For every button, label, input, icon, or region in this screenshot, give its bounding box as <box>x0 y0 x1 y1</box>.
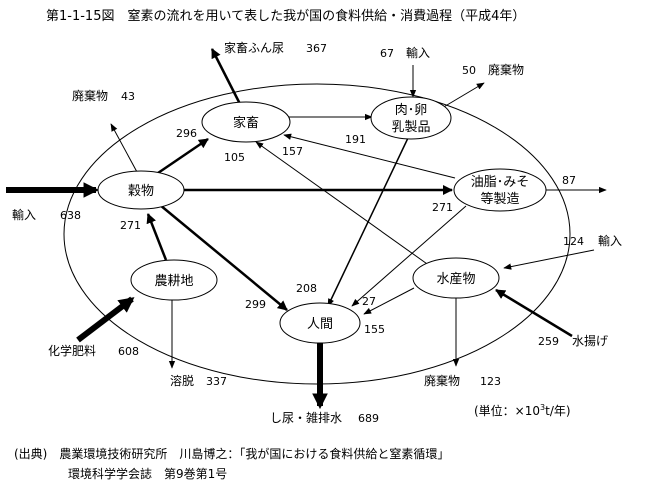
node-human: 人間 <box>279 302 361 344</box>
label-import-grain: 輸入 <box>12 207 36 222</box>
value-fish-to-human: 155 <box>364 323 385 336</box>
value-import-fish: 124 <box>563 235 584 248</box>
value-leaching: 337 <box>206 375 227 388</box>
arrow-landing-to-fishery <box>495 288 573 338</box>
arrow-meat-to-waste <box>441 82 485 109</box>
arrow-fertilizer-to-farmland <box>76 296 135 343</box>
node-fishery-label: 水産物 <box>436 271 475 287</box>
node-human-label: 人間 <box>307 317 333 332</box>
value-grain-to-livestock: 296 <box>176 127 197 140</box>
node-livestock-label: 家畜 <box>233 115 259 131</box>
label-waste-fish: 廃棄物 <box>424 373 460 388</box>
node-oil-label: 油脂･みそ <box>471 175 530 190</box>
node-grain: 穀物 <box>97 170 185 210</box>
label-excreta: し尿・雑排水 <box>270 410 342 425</box>
label-import-fish: 輸入 <box>598 233 622 248</box>
value-waste-meat: 50 <box>462 64 476 77</box>
label-fertilizer: 化学肥料 <box>48 343 96 358</box>
diagram-title: 第1-1-15図 窒素の流れを用いて表した我が国の食料供給・消費過程（平成4年） <box>46 8 525 24</box>
value-meat-to-human: 208 <box>296 282 317 295</box>
value-livestock-to-meat: 191 <box>345 133 366 146</box>
arrow-import-to-fishery <box>503 249 595 270</box>
node-meat-label: 肉･卵 <box>395 103 428 118</box>
arrow-meat-to-human <box>327 137 409 307</box>
label-waste-grain: 廃棄物 <box>72 88 108 103</box>
arrow-grain-to-livestock <box>157 137 209 175</box>
value-waste-fish: 123 <box>480 375 501 388</box>
node-fishery: 水産物 <box>412 257 500 299</box>
label-import-meat: 輸入 <box>406 45 430 60</box>
arrow-grain-to-waste <box>110 123 138 173</box>
node-livestock: 家畜 <box>201 101 291 143</box>
arrow-fishery-to-livestock <box>255 141 431 267</box>
value-grain-to-oil: 271 <box>432 201 453 214</box>
value-manure: 367 <box>306 42 327 55</box>
source-line-2: 環境科学学会誌 第9巻第1号 <box>68 466 227 481</box>
label-waste-meat: 廃棄物 <box>488 62 524 77</box>
node-dairy-label: 乳製品 <box>391 120 430 135</box>
value-105: 105 <box>224 151 245 164</box>
arrow-oil-to-human <box>351 205 467 307</box>
node-farmland-label: 農耕地 <box>154 273 193 289</box>
label-leaching: 溶脱 <box>170 373 194 388</box>
source-line-1: (出典) 農業環境技術研究所 川島博之：「我が国における食料供給と窒素循環」 <box>14 446 449 461</box>
label-landing: 水揚げ <box>572 334 608 348</box>
value-landing: 259 <box>538 335 559 348</box>
arrow-oil-to-livestock <box>283 133 456 179</box>
value-fertilizer: 608 <box>118 345 139 358</box>
value-import-grain: 638 <box>60 209 81 222</box>
arrow-fishery-to-human <box>363 287 415 315</box>
value-oil-out: 87 <box>562 174 576 187</box>
node-meat-egg-dairy: 肉･卵 乳製品 <box>370 96 452 140</box>
value-grain-to-human: 299 <box>245 298 266 311</box>
unit-note: (単位：×103t/年) <box>474 403 571 418</box>
value-excreta: 689 <box>358 412 379 425</box>
arrow-grain-to-human <box>159 204 288 311</box>
value-import-meat: 67 <box>380 47 394 60</box>
node-grain-label: 穀物 <box>128 184 154 199</box>
value-oil-to-livestock: 157 <box>282 145 303 158</box>
node-oil-miso: 油脂･みそ 等製造 <box>453 168 547 212</box>
value-oil-to-human: 27 <box>362 295 376 308</box>
value-farmland-to-grain: 271 <box>120 219 141 232</box>
node-oil-label-2: 等製造 <box>480 191 519 207</box>
value-waste-grain: 43 <box>121 90 135 103</box>
label-manure: 家畜ふん尿 <box>224 40 284 55</box>
arrow-farmland-to-grain <box>146 213 168 261</box>
node-farmland: 農耕地 <box>130 259 218 301</box>
arrow-livestock-to-manure <box>210 48 242 105</box>
